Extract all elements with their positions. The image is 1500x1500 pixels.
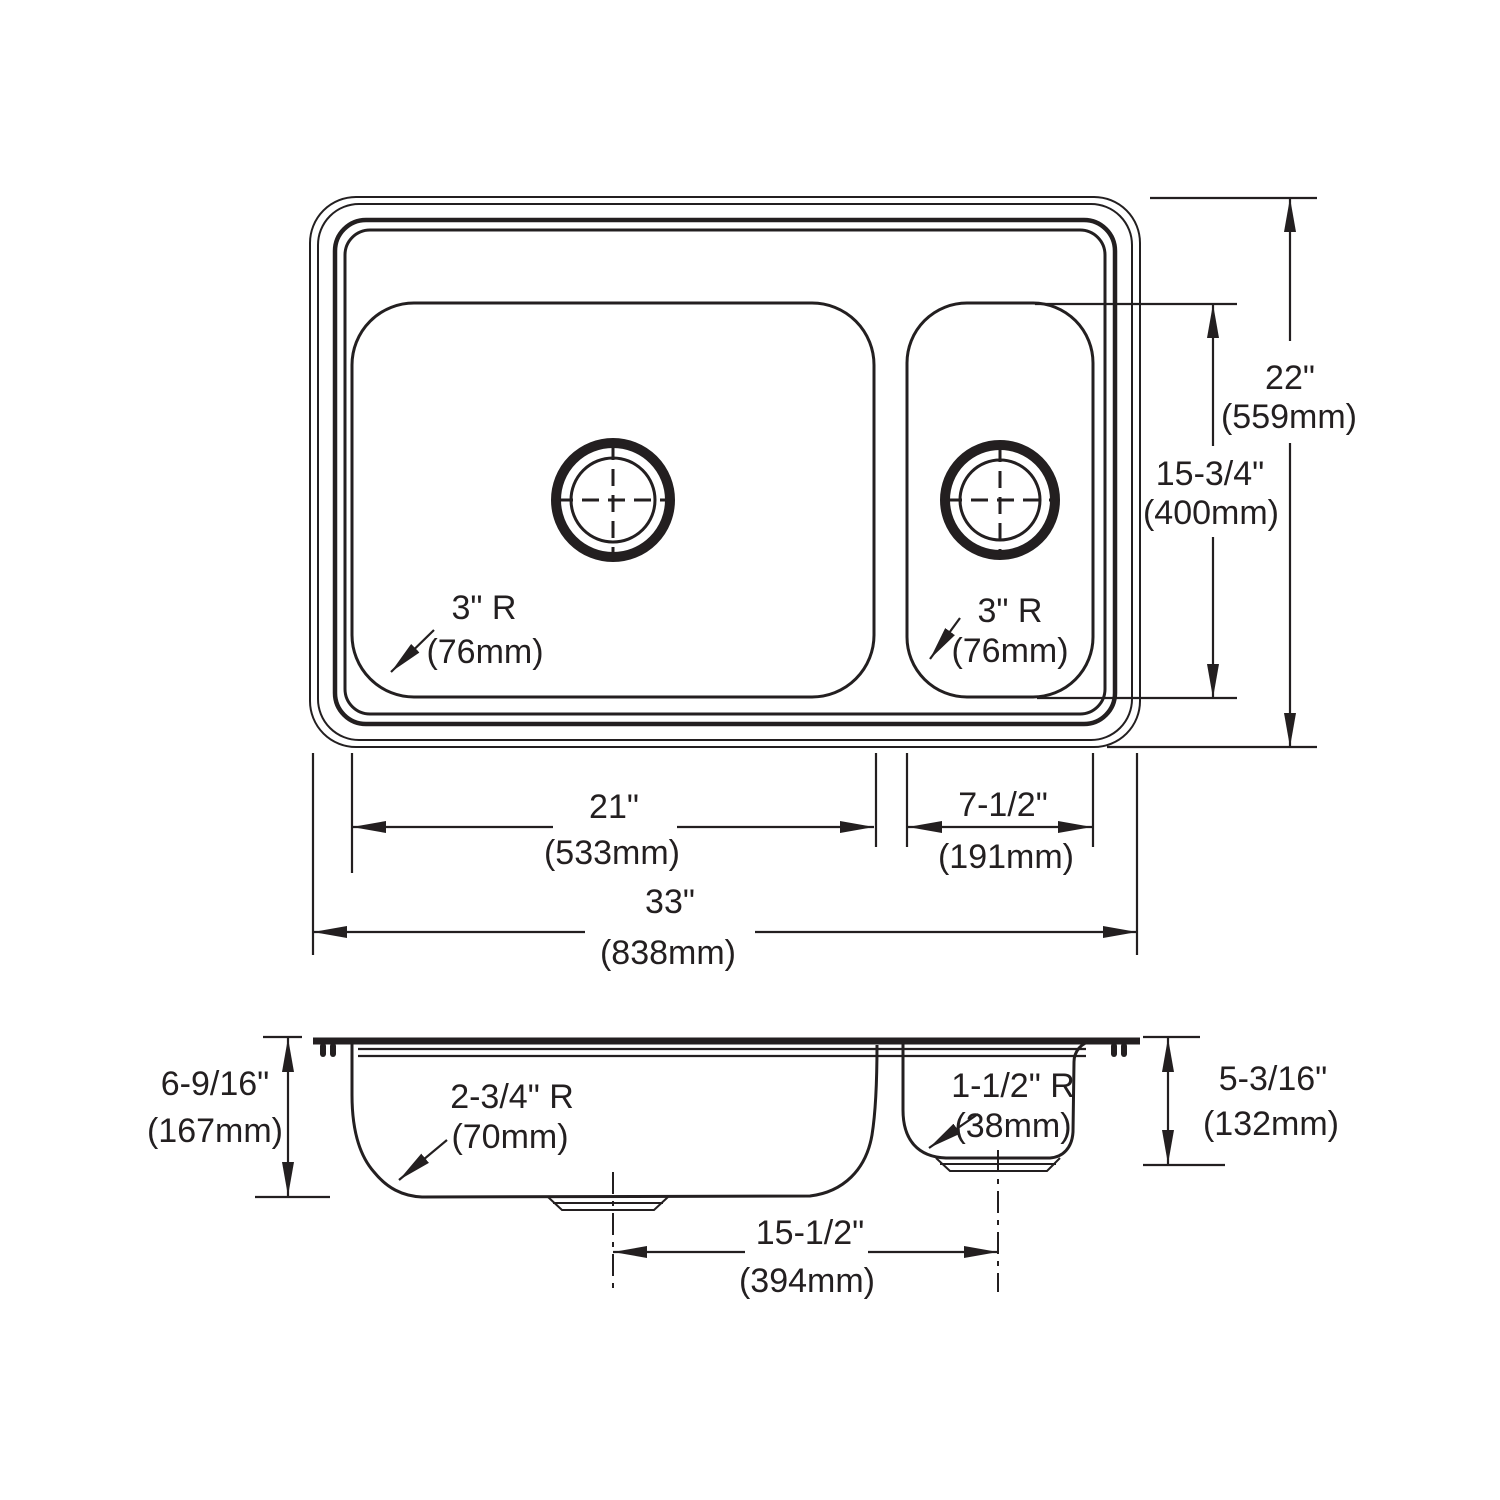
dim-overall-width: 33" (838mm) bbox=[311, 753, 1139, 972]
dim-small-bowl-depth-in: 5-3/16" bbox=[1219, 1060, 1327, 1098]
clip-icon bbox=[1111, 1043, 1117, 1057]
radius-arrow bbox=[390, 629, 435, 673]
radius-arrow bbox=[929, 617, 961, 660]
large-bowl-drain bbox=[551, 438, 675, 562]
dim-small-bowl-width: 7-1/2" (191mm) bbox=[905, 753, 1095, 876]
clip-icon bbox=[1121, 1043, 1127, 1057]
radius-arrow bbox=[398, 1139, 448, 1181]
dim-small-bowl-depth: 5-3/16" (132mm) bbox=[1143, 1035, 1339, 1167]
radius-arrow bbox=[928, 1113, 979, 1149]
radius-value: 2-3/4" R bbox=[450, 1078, 574, 1116]
small-bowl-profile bbox=[901, 1039, 1094, 1160]
radius-value-mm: (70mm) bbox=[451, 1118, 568, 1156]
radius-value-mm: (38mm) bbox=[954, 1107, 1071, 1145]
section-view-dimensions: 6-9/16" (167mm) 2-3/4" R (70mm) 1-1/2" R… bbox=[147, 1035, 1339, 1300]
large-bowl-outline bbox=[350, 301, 876, 699]
dim-small-bowl-width-in: 7-1/2" bbox=[958, 786, 1048, 824]
clip-icon bbox=[320, 1043, 326, 1057]
dim-overall-width-mm: (838mm) bbox=[600, 934, 736, 972]
radius-value: 1-1/2" R bbox=[951, 1067, 1075, 1105]
dim-bowl-front-back-in: 15-3/4" bbox=[1156, 455, 1264, 493]
dim-small-bowl-width-mm: (191mm) bbox=[938, 838, 1074, 876]
dim-drain-centers-mm: (394mm) bbox=[739, 1262, 875, 1300]
small-bowl-radius-callout: 3" R (76mm) bbox=[929, 592, 1069, 670]
dim-large-bowl-depth: 6-9/16" (167mm) bbox=[147, 1035, 330, 1199]
top-view-dimensions: 22" (559mm) 15-3/4" (400mm) 21" (533mm) bbox=[311, 196, 1357, 972]
dim-large-bowl-depth-in: 6-9/16" bbox=[161, 1065, 269, 1103]
small-bowl-bottom-radius-callout: 1-1/2" R (38mm) bbox=[928, 1067, 1075, 1149]
radius-value: 3" R bbox=[452, 589, 517, 627]
large-bowl-radius-callout: 3" R (76mm) bbox=[390, 589, 544, 673]
dim-small-bowl-depth-mm: (132mm) bbox=[1203, 1105, 1339, 1143]
small-bowl-outline bbox=[905, 301, 1095, 699]
dim-drain-centers: 15-1/2" (394mm) bbox=[613, 1214, 998, 1300]
dim-large-bowl-width-in: 21" bbox=[589, 788, 639, 826]
dim-overall-width-in: 33" bbox=[645, 883, 695, 921]
radius-value-mm: (76mm) bbox=[426, 633, 543, 671]
large-bowl-drain-hub bbox=[547, 1196, 669, 1211]
dim-large-bowl-depth-mm: (167mm) bbox=[147, 1112, 283, 1150]
mounting-clips bbox=[320, 1043, 1127, 1057]
dim-bowl-front-back-mm: (400mm) bbox=[1143, 494, 1279, 532]
radius-value-mm: (76mm) bbox=[951, 632, 1068, 670]
dim-overall-depth-mm: (559mm) bbox=[1221, 398, 1357, 436]
large-bowl-profile bbox=[350, 1044, 879, 1199]
clip-icon bbox=[330, 1043, 336, 1057]
large-bowl-bottom-radius-callout: 2-3/4" R (70mm) bbox=[398, 1078, 574, 1181]
sink-rim-outline bbox=[309, 196, 1141, 748]
section-view bbox=[313, 1037, 1140, 1292]
radius-value: 3" R bbox=[978, 592, 1043, 630]
dim-large-bowl-width-mm: (533mm) bbox=[544, 834, 680, 872]
dim-overall-depth-in: 22" bbox=[1265, 359, 1315, 397]
dim-bowl-front-back: 15-3/4" (400mm) bbox=[1035, 302, 1279, 700]
dim-overall-depth: 22" (559mm) bbox=[1107, 196, 1357, 749]
dim-drain-centers-in: 15-1/2" bbox=[756, 1214, 864, 1252]
top-view: 3" R (76mm) 3" R (76mm) bbox=[309, 196, 1141, 748]
small-bowl-drain bbox=[940, 440, 1060, 560]
dim-large-bowl-width: 21" (533mm) bbox=[350, 753, 878, 873]
